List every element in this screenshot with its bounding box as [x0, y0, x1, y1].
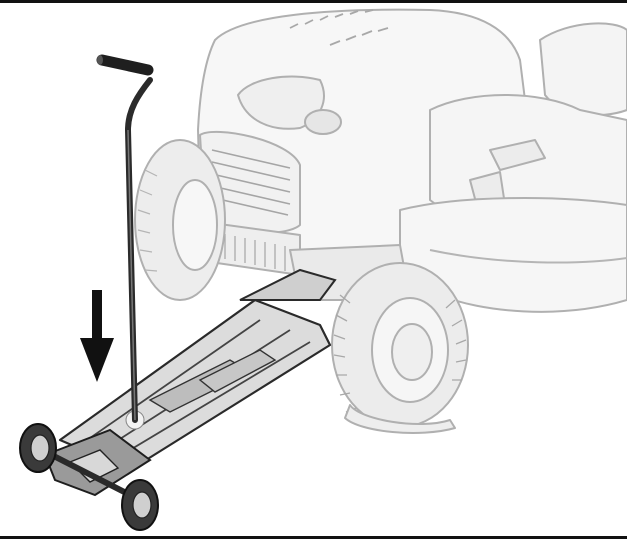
jack-wheel-left	[19, 423, 57, 473]
top-border-rule	[0, 0, 627, 3]
mower-deck	[399, 197, 627, 313]
push-down-arrow	[80, 290, 114, 382]
bottom-border-rule	[0, 536, 627, 539]
jack-handle	[124, 77, 153, 423]
lift-jack	[19, 54, 337, 531]
hood-vents	[289, 9, 389, 46]
lift-arm	[239, 268, 337, 301]
grille-slats	[211, 149, 291, 216]
handle-grip	[96, 54, 154, 76]
wheel-chock	[344, 404, 456, 434]
jack-wheel-right	[121, 479, 159, 531]
lawn-tractor	[134, 8, 627, 434]
brake-pedal	[489, 139, 546, 171]
tractor-headlight	[237, 75, 325, 130]
